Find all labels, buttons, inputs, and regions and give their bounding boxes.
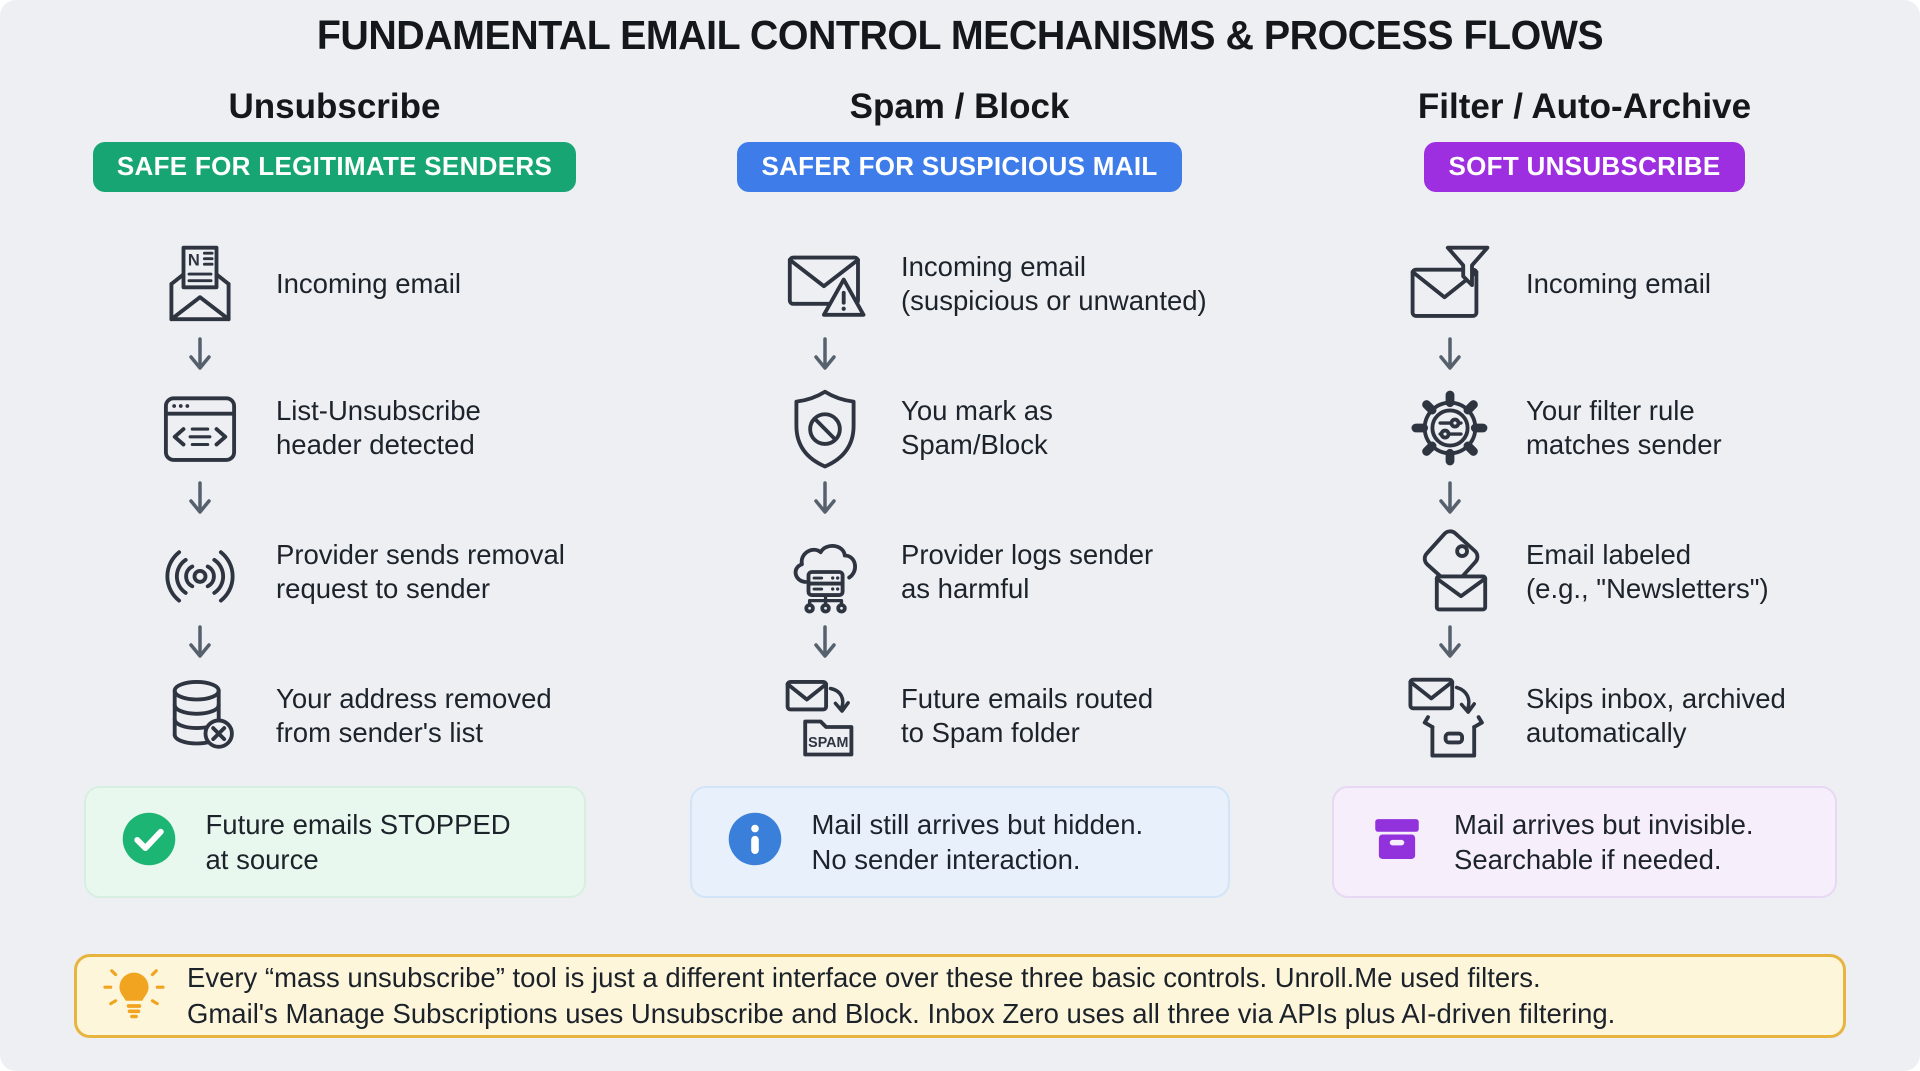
filter-funnel-email-icon: [1400, 240, 1500, 328]
down-arrow-icon: [1400, 481, 1500, 519]
columns-row: Unsubscribe SAFE FOR LEGITIMATE SENDERS …: [0, 87, 1920, 898]
svg-text:SPAM: SPAM: [808, 735, 848, 751]
result-box: Mail arrives but invisible.Searchable if…: [1332, 785, 1837, 898]
flow-step: Incoming email: [1272, 232, 1897, 336]
down-arrow-icon: [150, 481, 250, 519]
status-badge: SOFT UNSUBSCRIBE: [1424, 141, 1745, 192]
newsletter-email-icon: N: [150, 240, 250, 328]
status-badge: SAFER FOR SUSPICIOUS MAIL: [737, 141, 1182, 192]
flow-connector: [647, 624, 1272, 664]
database-removed-icon: [150, 672, 250, 760]
down-arrow-icon: [775, 337, 875, 375]
down-arrow-icon: [1400, 337, 1500, 375]
column-unsubscribe: Unsubscribe SAFE FOR LEGITIMATE SENDERS …: [22, 87, 647, 898]
status-badge: SAFE FOR LEGITIMATE SENDERS: [92, 141, 577, 192]
archive-box-icon: [1368, 810, 1426, 873]
down-arrow-icon: [775, 625, 875, 663]
spam-folder-icon: SPAM: [775, 672, 875, 760]
result-label: Mail still arrives but hidden.No sender …: [811, 808, 1144, 875]
insight-note: Every “mass unsubscribe” tool is just a …: [74, 953, 1846, 1038]
filter-rule-gear-icon: [1400, 384, 1500, 472]
flow-connector: [22, 336, 647, 376]
flow-step: N Incoming email: [22, 232, 647, 336]
flow-step-label: Incoming email(suspicious or unwanted): [901, 250, 1207, 316]
flow-step-label: Incoming email: [276, 267, 461, 299]
provider-cloud-server-icon: [775, 528, 875, 616]
info-circle-icon: [726, 810, 784, 873]
column-heading: Filter / Auto-Archive: [1417, 87, 1752, 126]
insight-note-text: Every “mass unsubscribe” tool is just a …: [187, 962, 1616, 1029]
down-arrow-icon: [150, 337, 250, 375]
flow-connector: [22, 480, 647, 520]
column-heading: Spam / Block: [849, 87, 1070, 126]
auto-archive-icon: [1400, 672, 1500, 760]
flow-connector: [1272, 624, 1897, 664]
flow-connector: [647, 336, 1272, 376]
down-arrow-icon: [775, 481, 875, 519]
down-arrow-icon: [150, 625, 250, 663]
lightbulb-icon: [103, 962, 165, 1029]
column-filter-archive: Filter / Auto-Archive SOFT UNSUBSCRIBE I…: [1272, 87, 1897, 898]
column-spam-block: Spam / Block SAFER FOR SUSPICIOUS MAIL: [647, 87, 1272, 898]
down-arrow-icon: [1400, 625, 1500, 663]
result-box: Mail still arrives but hidden.No sender …: [689, 785, 1230, 898]
check-circle-icon: [120, 810, 178, 873]
list-unsubscribe-header-icon: [150, 384, 250, 472]
column-heading: Unsubscribe: [228, 87, 441, 126]
flow-steps: Incoming email(suspicious or unwanted): [647, 232, 1272, 768]
flow-step-label: Incoming email: [1526, 267, 1711, 299]
label-tag-email-icon: [1400, 528, 1500, 616]
result-label: Mail arrives but invisible.Searchable if…: [1454, 808, 1754, 875]
page-title: FUNDAMENTAL EMAIL CONTROL MECHANISMS & P…: [316, 12, 1604, 58]
flow-connector: [647, 480, 1272, 520]
flow-step: Incoming email(suspicious or unwanted): [647, 232, 1272, 336]
flow-step: Email labeled(e.g., "Newsletters"): [1272, 520, 1897, 624]
flow-steps: Incoming email: [1272, 232, 1897, 768]
broadcast-signal-icon: [150, 528, 250, 616]
flow-step-label: Email labeled(e.g., "Newsletters"): [1526, 538, 1769, 604]
svg-text:N: N: [188, 251, 200, 269]
flow-connector: [22, 624, 647, 664]
flow-connector: [1272, 336, 1897, 376]
shield-block-icon: [775, 384, 875, 472]
flow-connector: [1272, 480, 1897, 520]
flow-steps: N Incoming email: [22, 232, 647, 768]
suspicious-email-icon: [775, 240, 875, 328]
